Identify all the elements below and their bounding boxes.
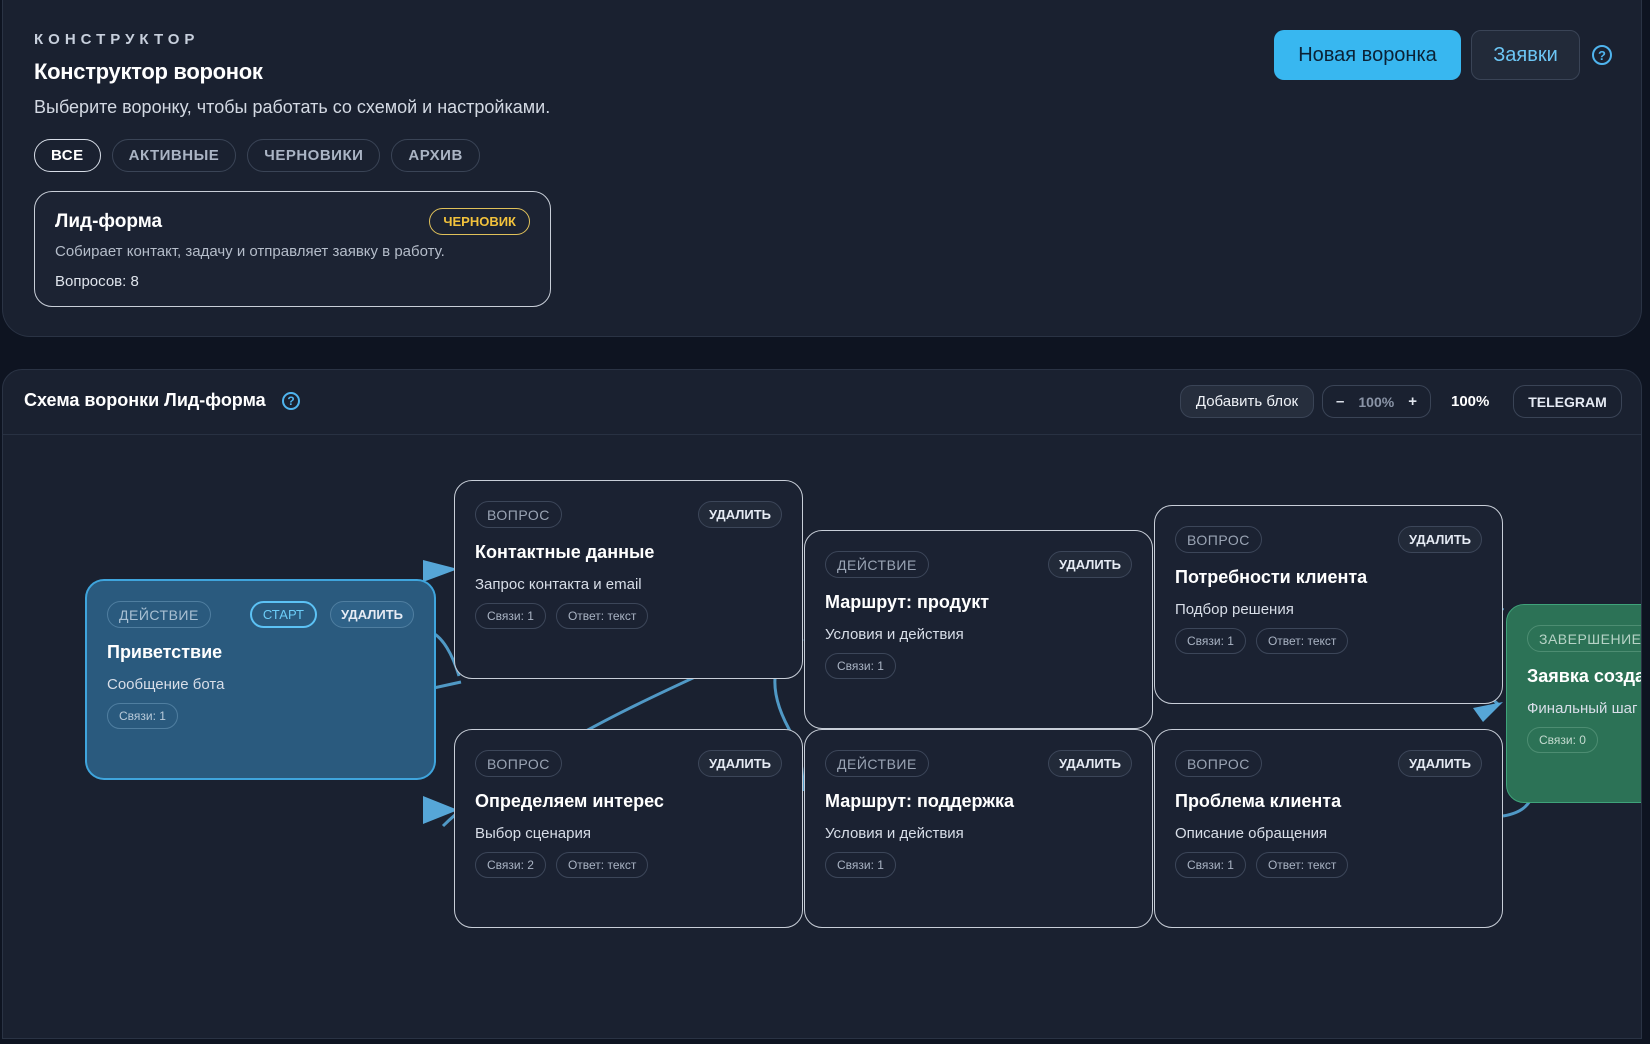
node-meta: Связи: 1 Ответ: текст xyxy=(475,603,649,629)
arrow-head xyxy=(423,796,458,824)
links-count: Связи: 1 xyxy=(825,653,896,679)
node-meta: Связи: 1 xyxy=(825,852,896,878)
node-meta: Связи: 1 Ответ: текст xyxy=(1175,852,1349,878)
funnel-card-questions: Вопросов: 8 xyxy=(55,273,139,290)
node-type-chip: ЗАВЕРШЕНИЕ xyxy=(1527,625,1641,652)
links-count: Связи: 0 xyxy=(1527,727,1598,753)
node-title: Проблема клиента xyxy=(1175,791,1342,811)
filter-drafts[interactable]: ЧЕРНОВИКИ xyxy=(247,139,381,172)
requests-button[interactable]: Заявки xyxy=(1471,30,1580,80)
node-subtitle: Описание обращения xyxy=(1175,825,1328,842)
help-icon[interactable]: ? xyxy=(1592,45,1612,65)
node-subtitle: Выбор сценария xyxy=(475,825,591,842)
zoom-out-button[interactable]: – xyxy=(1336,393,1345,410)
node-request-created[interactable]: ЗАВЕРШЕНИЕ Заявка созда Финальный шаг Св… xyxy=(1506,604,1642,803)
answer-type: Ответ: текст xyxy=(1255,852,1349,878)
schema-title: Схема воронки Лид-форма xyxy=(24,390,266,410)
node-client-needs[interactable]: ВОПРОС УДАЛИТЬ Потребности клиента Подбо… xyxy=(1154,505,1503,704)
help-icon[interactable]: ? xyxy=(282,392,300,410)
node-type-chip: ДЕЙСТВИЕ xyxy=(107,601,211,628)
links-count: Связи: 1 xyxy=(1175,628,1246,654)
delete-node-button[interactable]: УДАЛИТЬ xyxy=(1048,551,1132,578)
node-meta: Связи: 1 xyxy=(825,653,896,679)
links-count: Связи: 1 xyxy=(1175,852,1246,878)
answer-type: Ответ: текст xyxy=(555,852,649,878)
funnel-card[interactable]: Лид-форма ЧЕРНОВИК Собирает контакт, зад… xyxy=(34,191,551,307)
node-type-chip: ВОПРОС xyxy=(475,501,562,528)
node-title: Заявка созда xyxy=(1527,666,1642,686)
new-funnel-button[interactable]: Новая воронка xyxy=(1274,30,1461,80)
start-badge: СТАРТ xyxy=(249,601,317,628)
node-subtitle: Запрос контакта и email xyxy=(475,576,642,593)
links-count: Связи: 1 xyxy=(825,852,896,878)
node-subtitle: Условия и действия xyxy=(825,626,964,643)
delete-node-button[interactable]: УДАЛИТЬ xyxy=(698,501,782,528)
filter-archive[interactable]: АРХИВ xyxy=(391,139,480,172)
answer-type: Ответ: текст xyxy=(555,603,649,629)
schema-canvas[interactable]: ДЕЙСТВИЕ СТАРТ УДАЛИТЬ Приветствие Сообщ… xyxy=(3,436,1642,1038)
arrow-head xyxy=(1473,702,1503,722)
node-subtitle: Финальный шаг xyxy=(1527,700,1638,717)
zoom-in-button[interactable]: + xyxy=(1408,393,1417,410)
filter-all[interactable]: ВСЕ xyxy=(34,139,101,172)
node-title: Определяем интерес xyxy=(475,791,664,811)
node-meta: Связи: 1 xyxy=(107,703,178,729)
filter-active[interactable]: АКТИВНЫЕ xyxy=(111,139,237,172)
node-meta: Связи: 0 xyxy=(1527,727,1598,753)
page-title: Конструктор воронок xyxy=(34,59,263,84)
zoom-level-text: 100% xyxy=(1451,393,1490,410)
schema-toolbar: Схема воронки Лид-форма ? Добавить блок … xyxy=(3,370,1641,435)
node-type-chip: ВОПРОС xyxy=(1175,526,1262,553)
arrow-head xyxy=(423,560,458,582)
node-title: Маршрут: поддержка xyxy=(825,791,1015,811)
node-title: Маршрут: продукт xyxy=(825,592,990,612)
funnel-list-panel: КОНСТРУКТОР Конструктор воронок Выберите… xyxy=(2,0,1642,337)
funnel-card-title: Лид-форма xyxy=(55,211,163,232)
node-client-problem[interactable]: ВОПРОС УДАЛИТЬ Проблема клиента Описание… xyxy=(1154,729,1503,928)
node-interest[interactable]: ВОПРОС УДАЛИТЬ Определяем интерес Выбор … xyxy=(454,729,803,928)
add-block-button[interactable]: Добавить блок xyxy=(1180,385,1314,418)
zoom-control: – 100% + xyxy=(1322,385,1431,418)
node-title: Потребности клиента xyxy=(1175,567,1368,587)
node-meta: Связи: 2 Ответ: текст xyxy=(475,852,649,878)
links-count: Связи: 1 xyxy=(107,703,178,729)
node-title: Приветствие xyxy=(107,642,223,662)
node-support-route[interactable]: ДЕЙСТВИЕ УДАЛИТЬ Маршрут: поддержка Усло… xyxy=(804,729,1153,928)
node-contacts[interactable]: ВОПРОС УДАЛИТЬ Контактные данные Запрос … xyxy=(454,480,803,679)
section-eyebrow: КОНСТРУКТОР xyxy=(34,31,200,48)
node-subtitle: Условия и действия xyxy=(825,825,964,842)
node-type-chip: ДЕЙСТВИЕ xyxy=(825,551,929,578)
zoom-value: 100% xyxy=(1358,393,1395,410)
funnel-card-description: Собирает контакт, задачу и отправляет за… xyxy=(55,243,445,260)
answer-type: Ответ: текст xyxy=(1255,628,1349,654)
schema-panel: Схема воронки Лид-форма ? Добавить блок … xyxy=(2,369,1642,1039)
delete-node-button[interactable]: УДАЛИТЬ xyxy=(1398,526,1482,553)
links-count: Связи: 2 xyxy=(475,852,546,878)
node-subtitle: Подбор решения xyxy=(1175,601,1294,618)
channel-telegram-button[interactable]: TELEGRAM xyxy=(1513,385,1622,418)
node-greeting[interactable]: ДЕЙСТВИЕ СТАРТ УДАЛИТЬ Приветствие Сообщ… xyxy=(86,580,435,779)
delete-node-button[interactable]: УДАЛИТЬ xyxy=(698,750,782,777)
page-subtitle: Выберите воронку, чтобы работать со схем… xyxy=(34,97,551,117)
delete-node-button[interactable]: УДАЛИТЬ xyxy=(1048,750,1132,777)
node-meta: Связи: 1 Ответ: текст xyxy=(1175,628,1349,654)
delete-node-button[interactable]: УДАЛИТЬ xyxy=(330,601,414,628)
node-type-chip: ВОПРОС xyxy=(1175,750,1262,777)
node-type-chip: ВОПРОС xyxy=(475,750,562,777)
node-product-route[interactable]: ДЕЙСТВИЕ УДАЛИТЬ Маршрут: продукт Услови… xyxy=(804,530,1153,729)
node-subtitle: Сообщение бота xyxy=(107,676,225,693)
node-title: Контактные данные xyxy=(475,542,655,562)
delete-node-button[interactable]: УДАЛИТЬ xyxy=(1398,750,1482,777)
node-type-chip: ДЕЙСТВИЕ xyxy=(825,750,929,777)
links-count: Связи: 1 xyxy=(475,603,546,629)
filter-tabs: ВСЕ АКТИВНЫЕ ЧЕРНОВИКИ АРХИВ xyxy=(34,139,480,172)
status-badge: ЧЕРНОВИК xyxy=(429,208,530,235)
